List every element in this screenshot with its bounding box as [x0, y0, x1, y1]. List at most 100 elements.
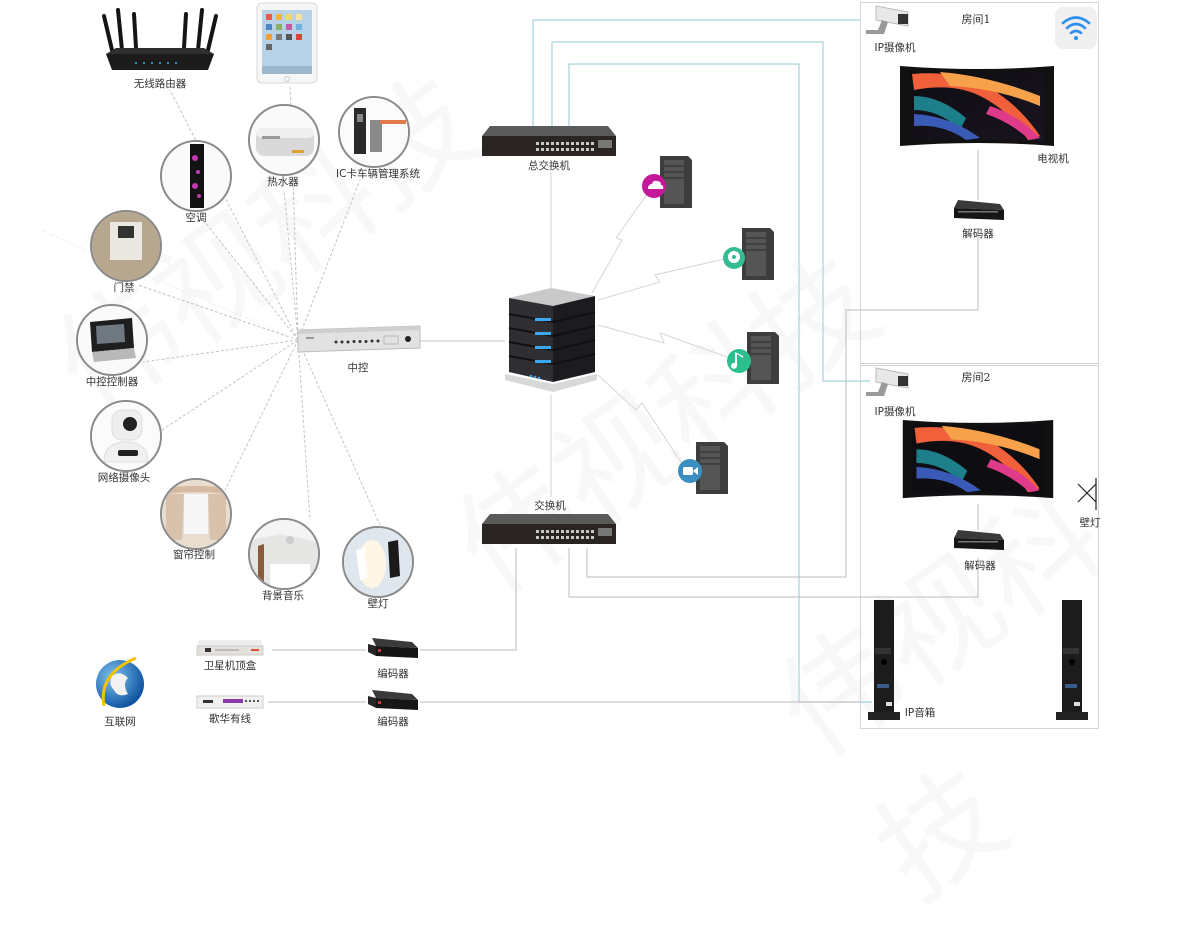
room-2-wall-lamp-label: 壁灯	[1079, 517, 1101, 529]
curtain-control-label: 窗帘控制	[173, 549, 215, 561]
tower-speaker-icon	[1056, 600, 1088, 720]
wifi-icon	[1055, 7, 1097, 49]
wireless-router[interactable]	[100, 8, 220, 74]
room-1-ip-camera-label: IP摄像机	[874, 42, 916, 54]
tower-server-icon	[723, 228, 774, 280]
wire-music-server	[597, 324, 731, 359]
room-2-ip-speaker-label: IP音箱	[904, 707, 936, 719]
wireless-router-label: 无线路由器	[133, 78, 187, 90]
wall-lamp-left[interactable]	[342, 526, 414, 598]
decoder-box-icon	[954, 200, 1004, 220]
decoder-box-icon	[954, 530, 1004, 550]
tablet[interactable]	[256, 2, 318, 84]
core-switch-label: 总交换机	[528, 160, 570, 172]
room-1-decoder-label: 解码器	[962, 228, 994, 240]
spoke-ic-parking	[297, 179, 361, 341]
background-music-label: 背景音乐	[262, 590, 304, 602]
satellite-stb[interactable]	[195, 638, 265, 658]
encoder-box-icon	[368, 690, 418, 710]
curved-tv-icon	[902, 420, 1054, 499]
server-rack-icon	[505, 288, 597, 392]
ceiling-speaker-icon	[250, 520, 318, 588]
central-controller-panel[interactable]	[76, 304, 148, 376]
spoke-water-heater	[283, 189, 299, 341]
curtain-control[interactable]	[160, 478, 232, 550]
switch[interactable]	[482, 512, 616, 546]
room-2-decoder-label: 解码器	[964, 560, 996, 572]
security-camera-icon	[866, 5, 909, 34]
encoder-1[interactable]	[366, 636, 420, 664]
security-camera-icon	[866, 367, 909, 396]
access-control[interactable]	[90, 210, 162, 282]
tower-server-icon	[678, 442, 728, 494]
video-server[interactable]	[676, 440, 732, 496]
gehua-cable-label: 歌华有线	[209, 713, 251, 725]
wall-lamp-left-label: 壁灯	[367, 598, 389, 610]
room-1-decoder[interactable]	[950, 198, 1006, 228]
central-controller-panel-label: 中控控制器	[85, 376, 139, 388]
music-note-icon	[727, 349, 751, 373]
spoke-access	[137, 284, 299, 341]
control-unit-icon	[297, 325, 421, 353]
watermark: 伟视科技	[430, 231, 904, 622]
access-control-label: 门禁	[113, 282, 135, 294]
central-control-label: 中控	[347, 362, 369, 374]
router-icon	[102, 8, 218, 70]
cloud-server[interactable]	[640, 154, 696, 210]
air-conditioner[interactable]	[160, 140, 232, 212]
room-2-ip-camera-label: IP摄像机	[874, 406, 916, 418]
encoder-1-label: 编码器	[377, 668, 409, 680]
spoke-camera	[161, 339, 299, 431]
switch-label: 交换机	[534, 500, 566, 512]
internet-globe[interactable]	[92, 654, 148, 710]
tower-speaker-icon	[868, 600, 900, 720]
water-heater-icon	[250, 106, 318, 174]
network-switch-icon	[482, 514, 616, 544]
room-2-ip-speaker-left[interactable]	[866, 598, 902, 722]
wall-lamp-icon	[344, 528, 412, 596]
network-camera[interactable]	[90, 400, 162, 472]
curved-tv-icon	[900, 66, 1054, 146]
encoder-2[interactable]	[366, 688, 420, 716]
spoke-curtain	[224, 339, 299, 491]
room-1-tv[interactable]	[900, 66, 1054, 152]
background-music[interactable]	[248, 518, 320, 590]
film-server[interactable]	[722, 226, 778, 282]
water-heater[interactable]	[248, 104, 320, 176]
gehua-cable-box[interactable]	[195, 694, 265, 710]
room-1-tv-label: 电视机	[1037, 153, 1069, 165]
room-2-ip-speaker-right[interactable]	[1054, 598, 1090, 722]
wire-video-server	[597, 374, 684, 466]
spoke-ac	[204, 221, 299, 341]
ic-parking-system[interactable]	[338, 96, 410, 168]
room-1-wifi[interactable]	[1054, 6, 1098, 50]
wire-core-room2-camera	[551, 41, 870, 382]
set-top-box-icon	[196, 695, 264, 709]
air-conditioner-icon	[162, 142, 230, 210]
room-1-title: 房间1	[961, 13, 991, 26]
ptz-camera-icon	[92, 402, 160, 470]
spoke-music	[297, 339, 311, 521]
main-server[interactable]	[503, 286, 599, 398]
room-2-wall-lamp[interactable]	[1074, 476, 1102, 512]
core-switch[interactable]	[482, 124, 616, 158]
central-control[interactable]	[296, 324, 422, 354]
room-1-box	[860, 2, 1099, 364]
touch-panel-icon	[78, 306, 146, 374]
ic-parking-label: IC卡车辆管理系统	[336, 168, 420, 180]
room-2-tv[interactable]	[902, 420, 1054, 504]
room-2-ip-camera[interactable]	[862, 364, 914, 400]
tower-server-icon	[642, 156, 692, 208]
tablet-icon	[256, 2, 318, 84]
wire-core-room2-speaker	[568, 63, 872, 703]
curtain-icon	[162, 480, 230, 548]
wire-core-room1-camera	[532, 19, 860, 127]
water-heater-label: 热水器	[267, 176, 299, 188]
satellite-stb-label: 卫星机顶盒	[203, 660, 257, 672]
wire-encoder1-switch	[420, 548, 517, 651]
globe-icon	[96, 656, 144, 708]
music-server[interactable]	[727, 330, 783, 386]
room-2-decoder[interactable]	[950, 528, 1006, 558]
room-1-ip-camera[interactable]	[862, 2, 914, 38]
encoder-box-icon	[368, 638, 418, 658]
